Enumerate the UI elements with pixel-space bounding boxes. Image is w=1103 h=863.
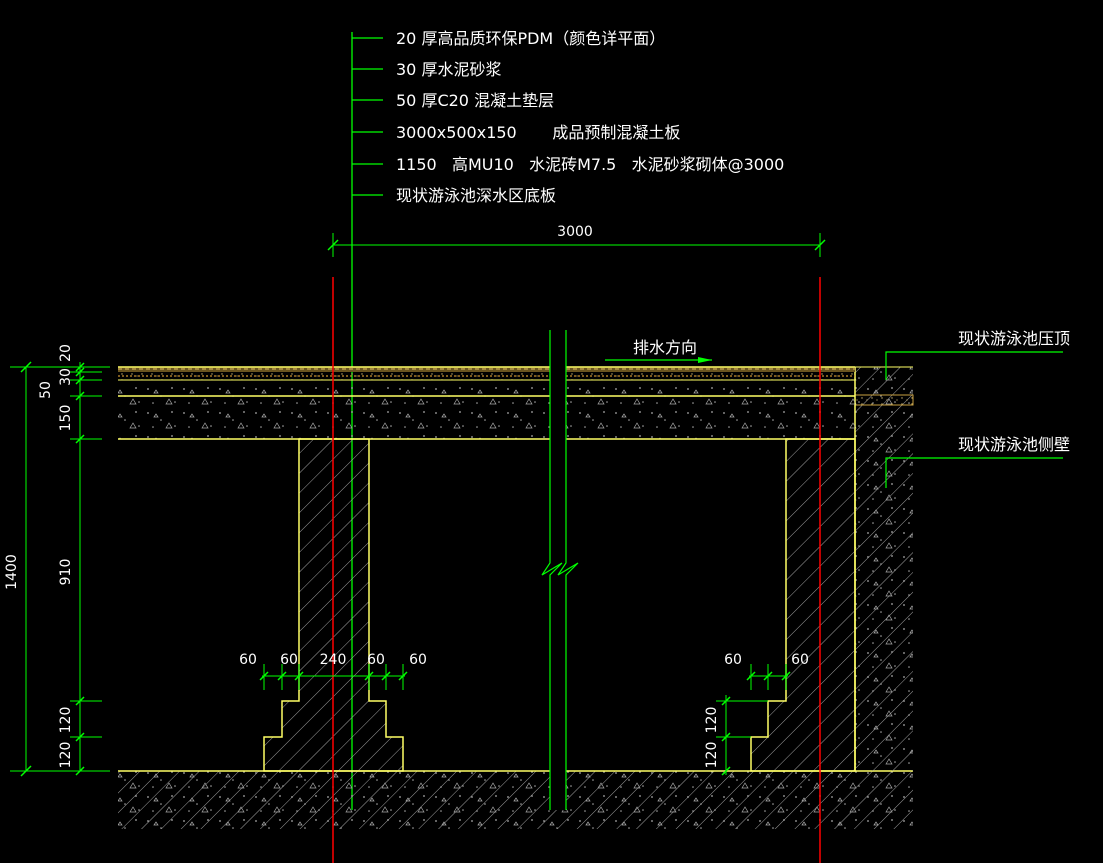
axis-lines — [332, 277, 821, 863]
dim-120-upper: 120 — [58, 707, 74, 734]
dim-910: 910 — [58, 559, 74, 586]
top-dimension-label: 3000 — [557, 224, 593, 240]
dim-30: 30 — [58, 368, 74, 386]
callout-brick-pier: 1150 高MU10 水泥砖M7.5 水泥砂浆砌体@3000 — [396, 155, 784, 174]
drain-direction-label: 排水方向 — [633, 338, 697, 357]
top-dimension: 3000 — [327, 224, 826, 257]
pool-side-wall — [854, 366, 914, 771]
pool-side-wall-label: 现状游泳池侧壁 — [958, 435, 1070, 454]
left-dimensions: 1400 20 30 50 150 910 120 120 — [4, 344, 110, 777]
dim-120-lower: 120 — [58, 742, 74, 769]
dim-20: 20 — [58, 344, 74, 362]
dim-right-120-lower: 120 — [704, 742, 720, 769]
dim-150: 150 — [58, 405, 74, 432]
pool-coping-callout: 现状游泳池压顶 — [885, 329, 1070, 380]
callout-pdm-layer: 20 厚高品质环保PDM（颜色详平面） — [396, 29, 665, 48]
dim-left-240: 240 — [320, 652, 347, 668]
layer-callout-list: 20 厚高品质环保PDM（颜色详平面） 30 厚水泥砂浆 50 厚C20 混凝土… — [396, 29, 784, 205]
dim-left-60a: 60 — [239, 652, 257, 668]
break-line — [541, 330, 579, 810]
pool-coping-label: 现状游泳池压顶 — [958, 329, 1070, 348]
callout-precast-slab: 3000x500x150 成品预制混凝土板 — [396, 123, 680, 142]
callout-concrete-cushion: 50 厚C20 混凝土垫层 — [396, 91, 554, 110]
dim-left-60d: 60 — [409, 652, 427, 668]
dim-left-60b: 60 — [280, 652, 298, 668]
dim-total-1400: 1400 — [4, 554, 20, 590]
drain-direction: 排水方向 — [605, 338, 712, 363]
dim-right-120-upper: 120 — [704, 707, 720, 734]
callout-mortar-layer: 30 厚水泥砂浆 — [396, 60, 501, 79]
right-brick-pier — [750, 438, 856, 772]
right-pier-dimensions: 60 60 120 120 — [704, 652, 809, 776]
left-pier-dimensions: 60 60 240 60 60 — [239, 652, 427, 690]
dim-right-60a: 60 — [724, 652, 742, 668]
callout-pool-floor: 现状游泳池深水区底板 — [396, 186, 556, 205]
dim-left-60c: 60 — [367, 652, 385, 668]
dim-50: 50 — [38, 381, 54, 399]
pool-side-wall-callout: 现状游泳池侧壁 — [885, 435, 1070, 488]
layered-slab — [118, 366, 855, 440]
pool-floor-slab — [118, 770, 913, 829]
dim-right-60b: 60 — [791, 652, 809, 668]
